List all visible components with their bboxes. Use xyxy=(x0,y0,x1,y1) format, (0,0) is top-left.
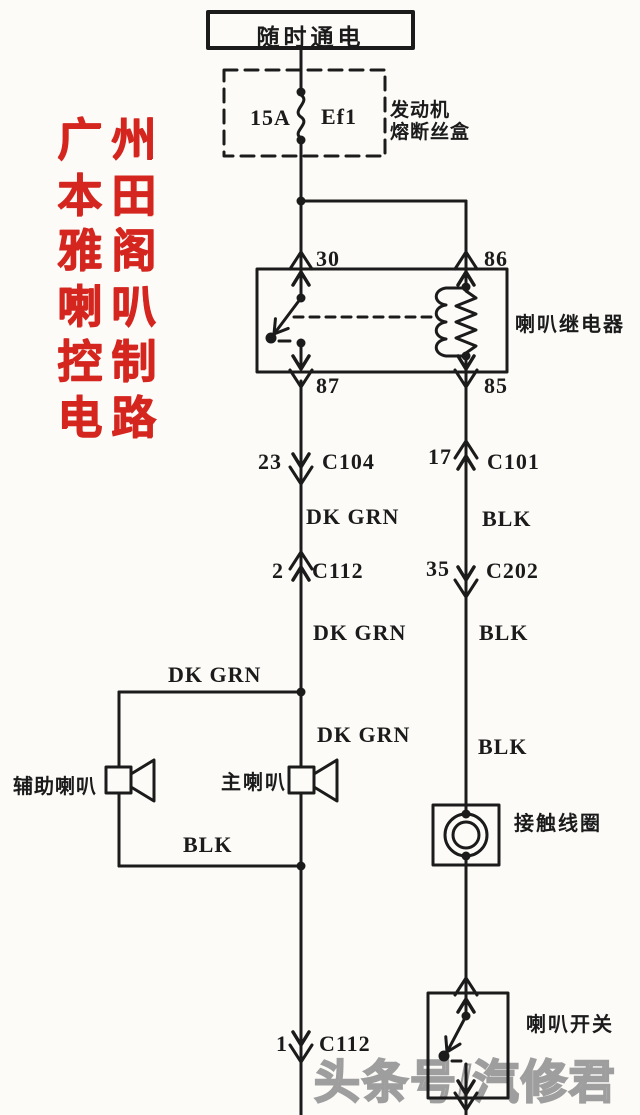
relay-switch-contact xyxy=(265,296,433,344)
main-horn-symbol xyxy=(287,758,339,803)
wire-arrowheads xyxy=(291,270,476,1096)
fuse-box-dashed xyxy=(222,68,387,158)
horn-relay-box xyxy=(255,267,509,374)
horn-switch-box xyxy=(426,991,510,1100)
title-row: 本田 xyxy=(57,169,166,221)
power-source-box xyxy=(206,10,415,50)
diagram-title: 广州 本田 雅阁 喇叭 控制 电路 xyxy=(57,112,165,445)
wire-aux-branch xyxy=(117,690,303,868)
connector-chevrons xyxy=(288,250,479,1112)
title-row: 广州 xyxy=(57,114,166,165)
relay-coil xyxy=(434,286,478,358)
horn-switch-contact xyxy=(438,1014,468,1063)
title-row: 雅阁 xyxy=(57,225,166,276)
title-row: 电路 xyxy=(57,391,166,443)
title-row: 控制 xyxy=(57,336,166,387)
relay-coil-resistor-zigzag xyxy=(454,289,478,355)
title-row: 喇叭 xyxy=(57,280,166,332)
watermark-text: 头条号/汽修君 xyxy=(313,1055,617,1109)
wire-left-feed xyxy=(296,46,306,1115)
junction-dots xyxy=(296,87,471,1021)
aux-horn-symbol xyxy=(104,758,156,803)
fuse-element xyxy=(296,93,306,140)
